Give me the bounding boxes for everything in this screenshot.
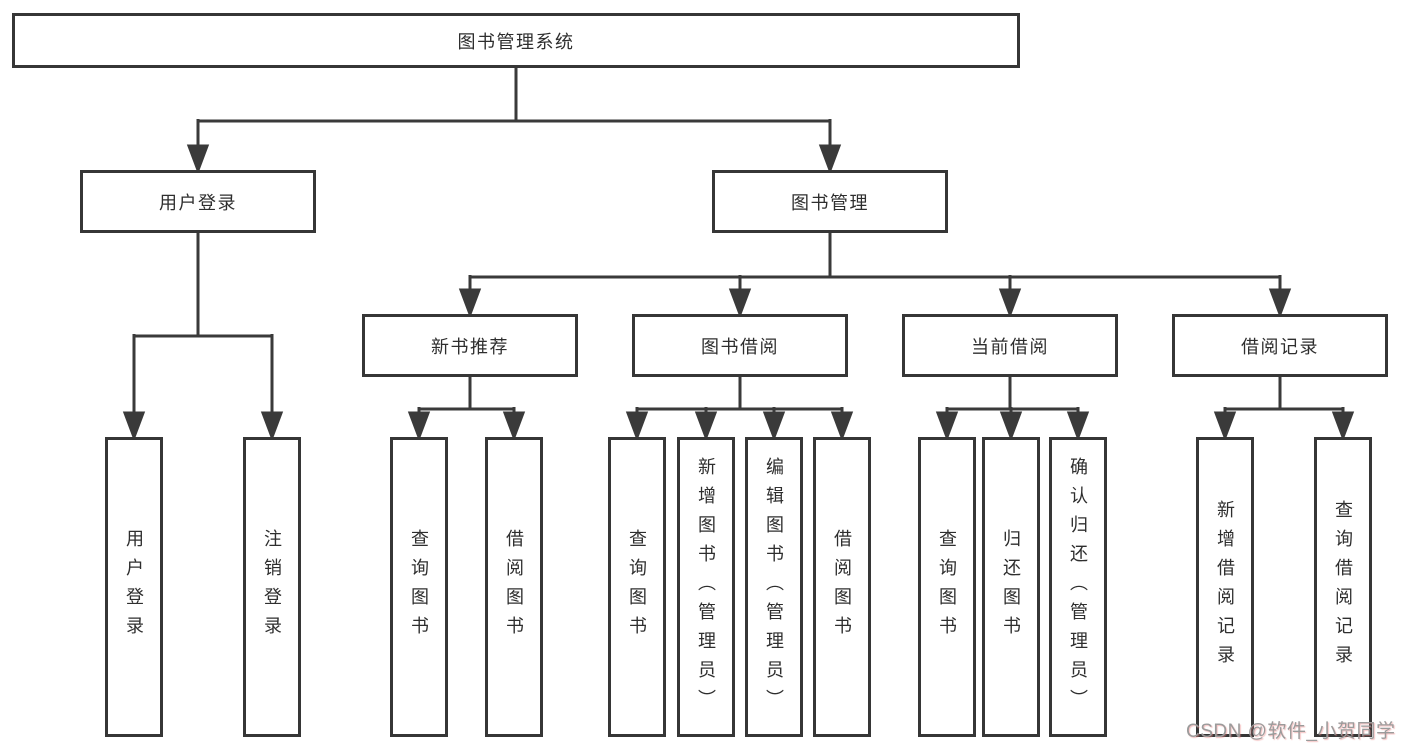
csdn-watermark: CSDN @软件_小贺同学 [1186,721,1396,742]
arrowhead-icon [818,144,842,175]
connector-user-login [122,233,284,442]
arrowhead-icon [762,411,786,442]
arrowhead-icon [625,411,649,442]
node-book-borrow: 图书借阅 [632,314,848,377]
arrowhead-icon [830,411,854,442]
leaf-return-books: 归还图书 [982,437,1040,737]
arrowhead-icon [1268,288,1292,319]
leaf-label: 新增借阅记录 [1215,500,1235,674]
connector-new-book-recommend [407,377,526,442]
arrowhead-icon [458,288,482,319]
leaf-label: 查询图书 [937,529,957,645]
arrowhead-icon [935,411,959,442]
connector-book-borrow [625,377,854,442]
arrowhead-icon [694,411,718,442]
arrowhead-icon [260,411,284,442]
node-root: 图书管理系统 [12,13,1020,68]
leaf-query-books-recommend: 查询图书 [390,437,448,737]
connector-book-management [458,233,1292,319]
leaf-edit-books-admin: 编辑图书（管理员） [745,437,803,737]
leaf-query-borrow-record: 查询借阅记录 [1314,437,1372,737]
leaf-add-borrow-record: 新增借阅记录 [1196,437,1254,737]
leaf-label: 借阅图书 [832,529,852,645]
leaf-borrow-books-recommend: 借阅图书 [485,437,543,737]
leaf-label: 查询图书 [409,529,429,645]
arrowhead-icon [998,288,1022,319]
node-book-management: 图书管理 [712,170,948,233]
leaf-label: 查询图书 [627,529,647,645]
node-borrow-records: 借阅记录 [1172,314,1388,377]
node-user-login: 用户登录 [80,170,316,233]
leaf-query-books-current: 查询图书 [918,437,976,737]
connector-borrow-records [1213,377,1355,442]
leaf-label: 注销登录 [262,529,282,645]
connector-current-borrow [935,377,1090,442]
arrowhead-icon [728,288,752,319]
arrowhead-icon [1213,411,1237,442]
leaf-confirm-return-admin: 确认归还（管理员） [1049,437,1107,737]
leaf-label: 借阅图书 [504,529,524,645]
leaf-add-books-admin: 新增图书（管理员） [677,437,735,737]
leaf-logout: 注销登录 [243,437,301,737]
leaf-label: 编辑图书（管理员） [764,456,784,718]
leaf-label: 归还图书 [1001,529,1021,645]
arrowhead-icon [407,411,431,442]
connector-root [186,68,842,175]
arrowhead-icon [1331,411,1355,442]
leaf-label: 查询借阅记录 [1333,500,1353,674]
arrowhead-icon [186,144,210,175]
node-current-borrow: 当前借阅 [902,314,1118,377]
leaf-user-login: 用户登录 [105,437,163,737]
leaf-label: 新增图书（管理员） [696,456,716,718]
arrowhead-icon [1066,411,1090,442]
node-new-book-recommend: 新书推荐 [362,314,578,377]
leaf-borrow-books: 借阅图书 [813,437,871,737]
arrowhead-icon [122,411,146,442]
leaf-query-books-borrow: 查询图书 [608,437,666,737]
arrowhead-icon [502,411,526,442]
leaf-label: 确认归还（管理员） [1068,456,1088,718]
leaf-label: 用户登录 [124,529,144,645]
arrowhead-icon [999,411,1023,442]
